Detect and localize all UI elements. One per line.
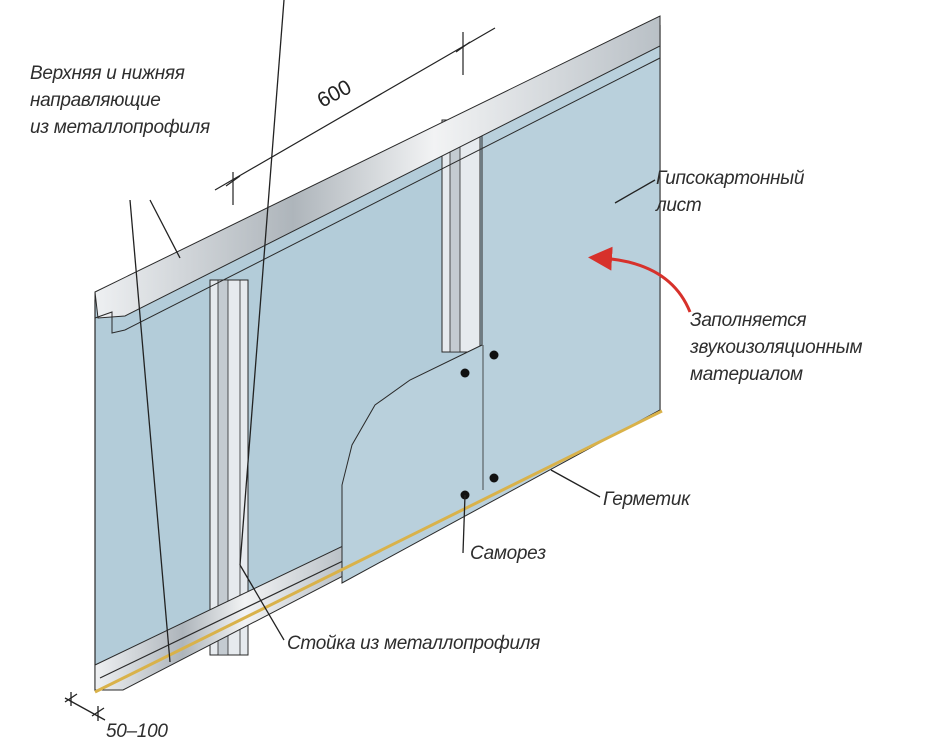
dimension-600-line — [214, 27, 496, 205]
filling-arrow-icon — [588, 246, 692, 313]
front-drywall-sheet — [341, 29, 661, 584]
filling-label-line: Заполняется — [690, 310, 807, 331]
filling-label: Заполняется звукоизоляционным материалом — [690, 307, 862, 388]
top-guide-rail — [94, 15, 661, 319]
filling-label-line: звукоизоляционным — [690, 337, 863, 358]
dimension-50-100-ticks — [64, 692, 106, 721]
screw-markers — [460, 350, 499, 500]
guides-label: Верхняя и нижняя направляющие из металло… — [30, 60, 210, 141]
guides-label-line: Верхняя и нижняя — [30, 63, 185, 84]
guides-label-line: направляющие — [30, 90, 161, 111]
guides-label-line: из металлопрофиля — [30, 117, 210, 138]
stud-label: Стойка из металлопрофиля — [287, 633, 541, 654]
drywall-sheet-label-line: лист — [656, 195, 702, 216]
drywall-sheet-label-line: Гипсокартонный — [656, 168, 805, 189]
dimension-600-label: 600 — [314, 76, 356, 113]
bottom-guide-rail — [94, 544, 346, 691]
dimension-50-100-label: 50–100 — [106, 721, 168, 742]
left-stud — [209, 279, 249, 656]
drywall-sheet-label: Гипсокартонный лист — [656, 165, 804, 219]
leader-lines — [129, 0, 656, 663]
right-stud — [441, 119, 481, 353]
sealant-strip — [94, 409, 663, 694]
filling-label-line: материалом — [690, 364, 803, 385]
screw-label: Саморез — [470, 543, 546, 564]
sealant-label: Герметик — [603, 489, 690, 510]
